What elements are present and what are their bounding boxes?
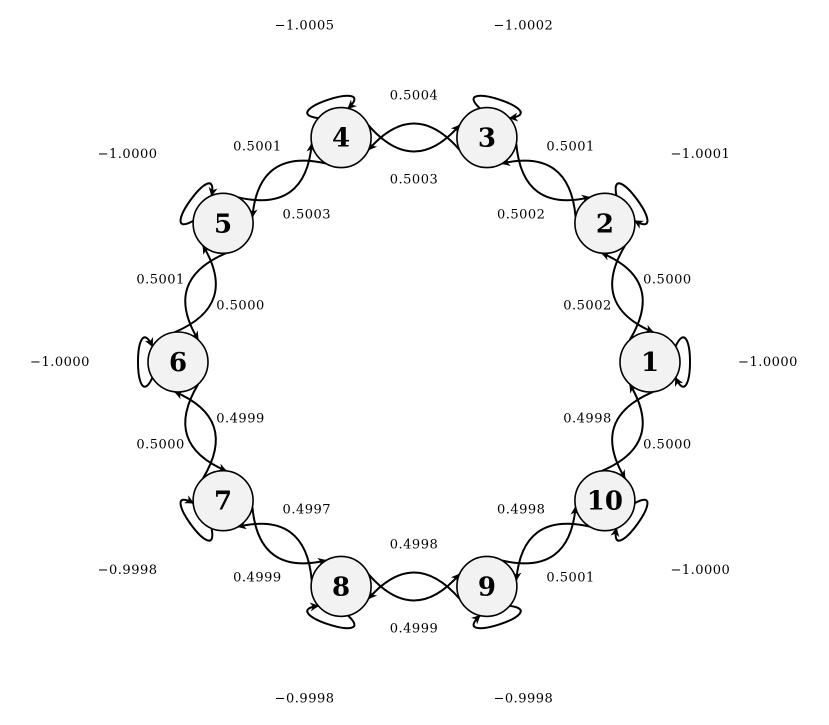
node-8: 8 (310, 555, 372, 618)
edge-6-to-5 (174, 244, 217, 334)
edge-label-6-to-7: 0.5000 (136, 437, 185, 452)
node-9: 9 (456, 555, 518, 618)
node-8-circle (310, 555, 372, 618)
node-10-label: 10 (587, 487, 623, 517)
edge-10-to-1 (601, 383, 644, 472)
edge-label-1-to-2: 0.5000 (643, 273, 692, 288)
node-4: 4 (310, 106, 372, 169)
node-5-circle (192, 192, 254, 255)
self-loop-label-9: −0.9998 (493, 692, 553, 707)
self-loop-2 (614, 182, 649, 229)
node-9-circle (456, 555, 518, 618)
node-2-label: 2 (596, 209, 614, 239)
edge-1-to-2 (600, 252, 644, 341)
node-7-label: 7 (214, 487, 232, 517)
self-loop-1 (674, 336, 691, 388)
edge-5-to-6 (184, 252, 227, 341)
node-3-circle (456, 106, 518, 169)
self-loop-label-3: −1.0002 (493, 18, 553, 33)
self-loop-label-6: −1.0000 (30, 355, 90, 370)
edge-1-to-10 (611, 390, 654, 480)
self-loop-5 (179, 182, 218, 226)
edge-label-9-to-8: 0.4998 (390, 537, 439, 552)
node-6-circle (147, 331, 209, 393)
self-loop-6 (137, 336, 154, 388)
edge-label-8-to-7: 0.4997 (283, 503, 332, 518)
node-1-circle (619, 331, 681, 393)
node-9-label: 9 (478, 572, 496, 602)
edge-label-3-to-2: 0.5002 (497, 207, 546, 222)
edge-10-to-9 (512, 522, 591, 582)
node-2: 2 (574, 192, 636, 255)
self-loop-8 (306, 602, 356, 630)
node-1-label: 1 (641, 348, 659, 378)
node-3: 3 (456, 106, 518, 169)
edge-5-to-4 (237, 142, 316, 202)
edge-label-5-to-4: 0.5003 (283, 207, 332, 222)
self-loop-4 (306, 94, 358, 120)
edge-4-to-3 (367, 124, 461, 153)
edge-label-6-to-5: 0.5000 (216, 299, 265, 314)
edge-6-to-7 (184, 383, 228, 472)
edge-8-to-9 (367, 573, 461, 602)
edge-9-to-8 (367, 571, 461, 600)
node-8-label: 8 (332, 572, 350, 602)
node-6: 6 (147, 331, 209, 393)
nodes-layer: 1 2 3 4 5 6 7 8 9 10 (147, 106, 681, 618)
edge-9-to-10 (501, 506, 580, 565)
edge-label-10-to-1: 0.5000 (643, 437, 692, 452)
node-2-circle (574, 192, 636, 255)
edges-layer (137, 94, 691, 630)
node-7-circle (192, 469, 254, 532)
self-loop-label-10: −1.0000 (670, 563, 730, 578)
self-loop-label-8: −0.9998 (275, 692, 335, 707)
edge-2-to-3 (501, 157, 577, 218)
edge-2-to-1 (611, 245, 655, 334)
edge-label-2-to-1: 0.5002 (563, 299, 612, 314)
edge-8-to-7 (237, 520, 313, 581)
edge-label-7-to-8: 0.4999 (233, 571, 282, 586)
self-loop-label-5: −1.0000 (98, 147, 158, 162)
self-loop-7 (179, 495, 214, 542)
edge-label-8-to-9: 0.4999 (390, 621, 439, 636)
edge-label-4-to-5: 0.5001 (233, 139, 282, 154)
edge-label-5-to-6: 0.5001 (136, 273, 185, 288)
self-loop-label-1: −1.0000 (738, 355, 798, 370)
self-loop-10 (610, 498, 649, 542)
self-loop-9 (470, 604, 522, 630)
node-5-label: 5 (214, 209, 232, 239)
node-7: 7 (192, 469, 254, 532)
edge-3-to-2 (515, 143, 591, 204)
node-6-label: 6 (169, 348, 187, 378)
node-4-circle (310, 106, 372, 169)
node-5: 5 (192, 192, 254, 255)
edge-3-to-4 (367, 122, 461, 151)
edge-label-3-to-4: 0.5004 (390, 89, 439, 104)
node-1: 1 (619, 331, 681, 393)
self-loop-3 (472, 94, 522, 122)
edge-label-10-to-9: 0.4998 (497, 503, 546, 518)
node-4-label: 4 (332, 124, 350, 154)
self-loop-label-2: −1.0001 (670, 147, 730, 162)
self-loop-label-4: −1.0005 (275, 18, 335, 33)
node-3-label: 3 (478, 124, 496, 154)
edge-label-4-to-3: 0.5003 (390, 173, 439, 188)
edge-label-7-to-6: 0.4999 (216, 411, 265, 426)
self-loop-label-7: −0.9998 (98, 563, 158, 578)
labels-layer: 0.5000 0.5002 0.5001 0.5002 0.5004 0.5003 0.50… (30, 18, 798, 707)
edge-7-to-6 (173, 390, 217, 479)
node-10-circle (574, 469, 636, 532)
edge-label-2-to-3: 0.5001 (546, 139, 595, 154)
edge-7-to-8 (251, 506, 327, 567)
edge-4-to-5 (248, 159, 327, 218)
edge-label-1-to-10: 0.4998 (563, 411, 612, 426)
edge-label-9-to-10: 0.5001 (546, 571, 595, 586)
node-10: 10 (574, 469, 636, 532)
